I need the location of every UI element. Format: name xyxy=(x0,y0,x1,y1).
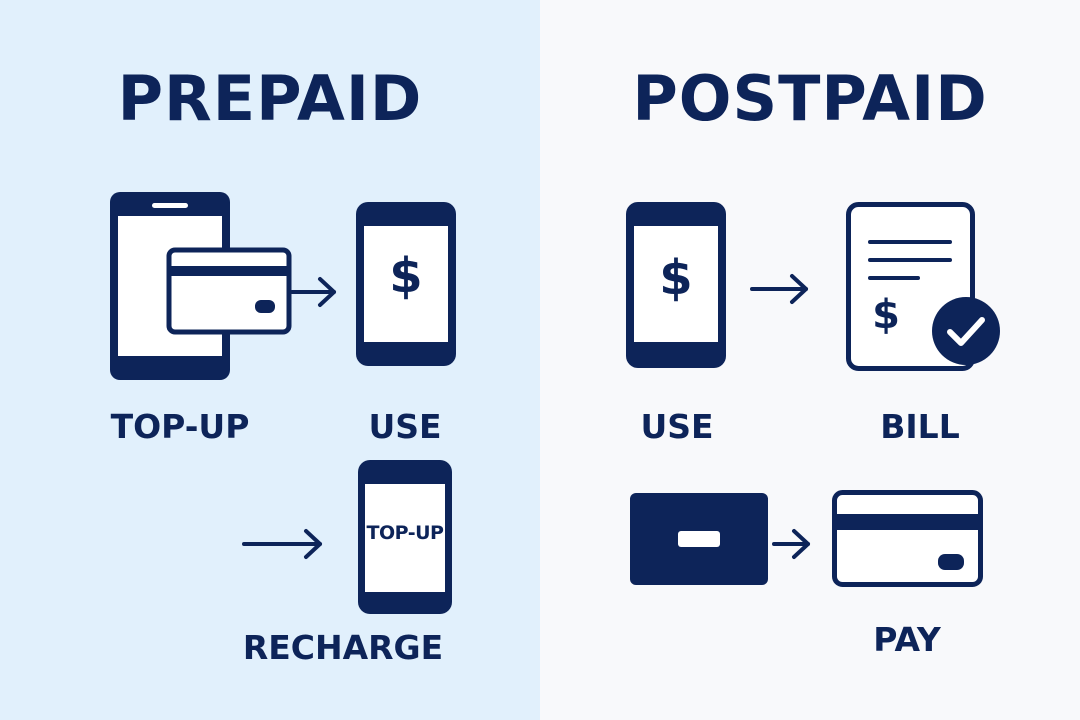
phone-dollar-icon xyxy=(356,202,456,366)
postpaid-panel: POSTPAID $ $ USE BILL PAY xyxy=(540,0,1080,720)
credit-card-icon xyxy=(166,247,292,335)
dollar-sign: $ xyxy=(659,250,693,306)
label-bill: BILL xyxy=(880,407,960,446)
arrow-right-icon xyxy=(772,529,810,559)
phone-dollar-icon xyxy=(626,202,726,368)
arrow-right-icon xyxy=(750,274,808,304)
label-pay: PAY xyxy=(873,620,941,659)
postpaid-title: POSTPAID xyxy=(632,62,988,135)
arrow-right-icon xyxy=(290,277,336,307)
prepaid-panel: PREPAID $ TOP-UP USE TOP-UP RECHARGE xyxy=(0,0,540,720)
arrow-right-icon xyxy=(242,529,322,559)
phone-screen-topup-text: TOP-UP xyxy=(366,522,444,544)
phone-topup-icon xyxy=(358,460,452,614)
cash-card-icon xyxy=(630,493,768,585)
credit-card-icon xyxy=(832,490,983,587)
label-use: USE xyxy=(368,407,442,446)
prepaid-title: PREPAID xyxy=(117,62,423,135)
dollar-sign: $ xyxy=(872,292,900,338)
label-use: USE xyxy=(640,407,714,446)
label-topup: TOP-UP xyxy=(110,407,250,446)
label-recharge: RECHARGE xyxy=(242,628,444,667)
checkmark-badge-icon xyxy=(932,297,1000,365)
dollar-sign: $ xyxy=(389,248,423,304)
